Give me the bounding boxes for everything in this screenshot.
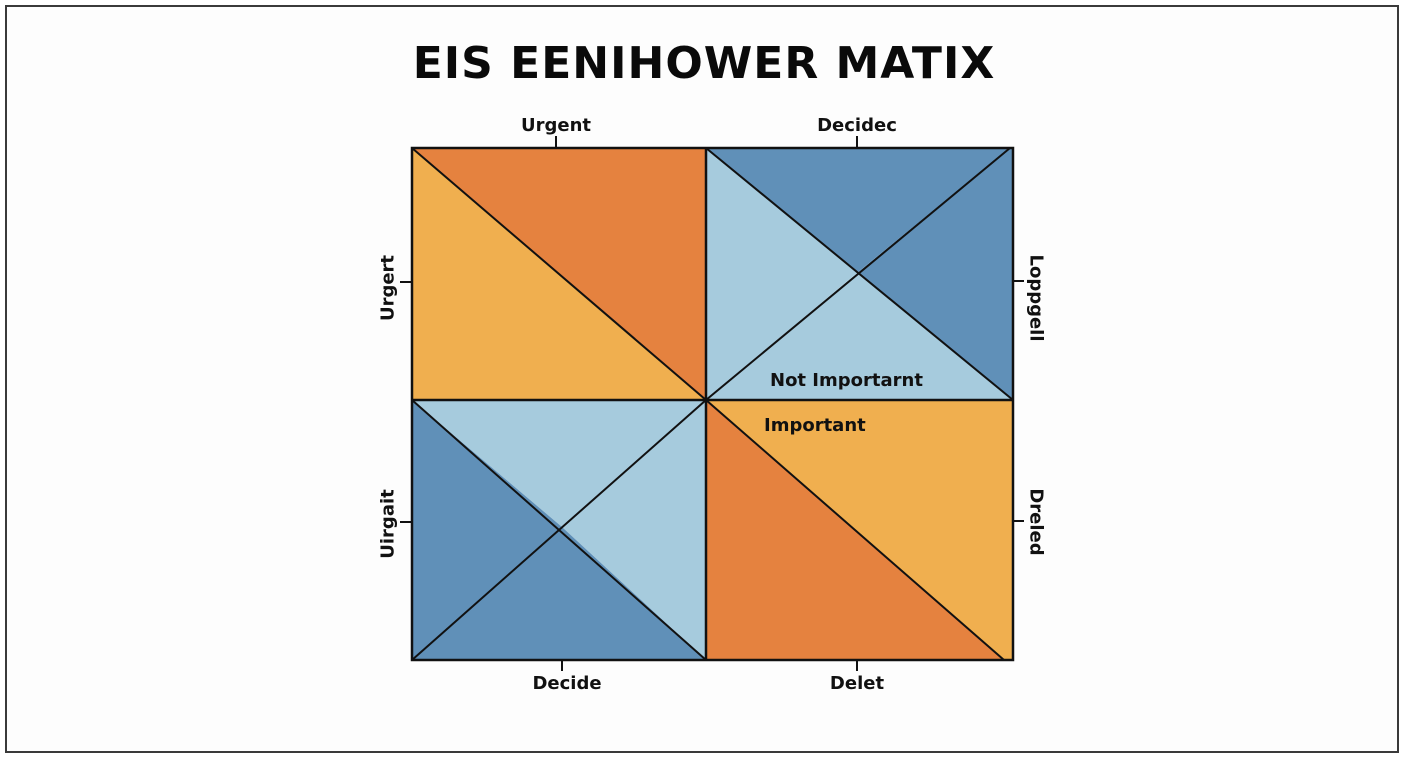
axis-label-bottom-decide: Decide (532, 673, 602, 694)
quadrant-top-right (705, 147, 1014, 401)
axis-label-right-top: Loppgell (1025, 254, 1047, 342)
axis-label-left-urgent-2: Uirgait (377, 489, 399, 559)
axis-label-top-decide: Decidec (817, 115, 897, 136)
quadrant-top-left (411, 147, 707, 401)
quadrant-bottom-right (705, 399, 1013, 661)
quadrant-bottom-left (411, 399, 707, 661)
axis-label-right-delete: Dreled (1025, 488, 1047, 556)
axis-label-top-urgent: Urgent (520, 115, 592, 136)
axis-label-bottom-delete: Delet (829, 673, 885, 694)
diagram-title: EIS EENIHOWER MATIX (412, 38, 996, 89)
label-important: Important (764, 415, 866, 436)
axis-label-left-urgent: Urgert (377, 254, 399, 322)
label-not-important: Not Importarnt (770, 370, 923, 391)
